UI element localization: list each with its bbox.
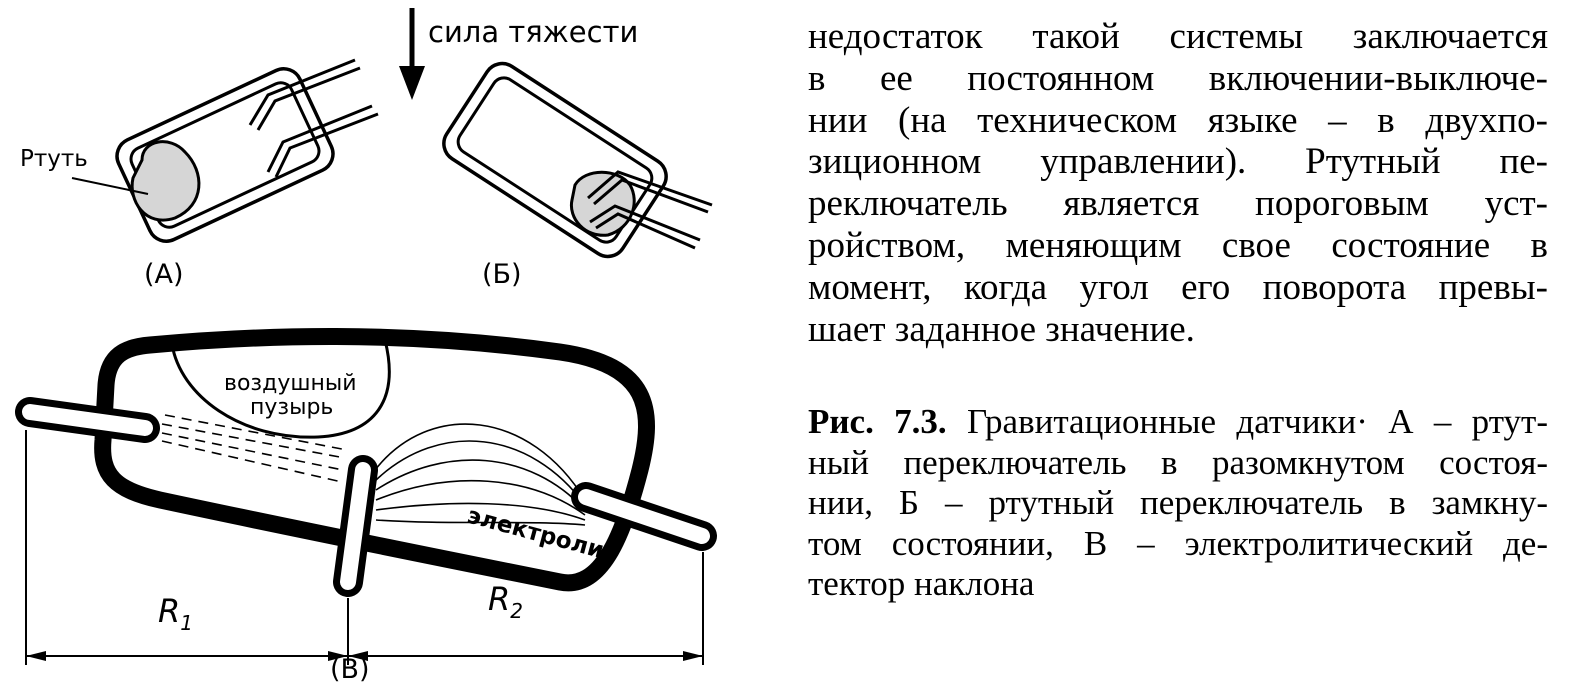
mercury-switch-closed <box>442 61 713 259</box>
bubble-label-line2: пузырь <box>250 395 333 420</box>
panel-v-label: (В) <box>330 654 370 685</box>
caption-line: Рис. 7.3. Гравитационные датчики· А – рт… <box>808 402 1548 443</box>
mercury-drop-closed <box>569 170 636 237</box>
text-column: недостаток такой системы заключается в е… <box>808 16 1548 605</box>
body-line: в ее постоянном включении-выключе- <box>808 57 1548 99</box>
caption-line: нии, Б – ртутный переключатель в замкну- <box>808 483 1548 523</box>
electrode-left <box>15 397 160 443</box>
mercury-switch-open <box>115 58 379 243</box>
detector-housing <box>94 327 655 592</box>
body-line: реключатель является пороговым уст- <box>808 183 1548 225</box>
caption-line: тектор наклона <box>808 564 1035 604</box>
mercury-label: Ртуть <box>20 146 88 172</box>
body-line: момент, когда угол его поворота превы- <box>808 266 1548 308</box>
caption-line: том состоянии, В – электролитический де- <box>808 523 1548 563</box>
mercury-leader-line <box>71 177 149 195</box>
body-line: зиционном управлении). Ртутный пе- <box>808 141 1548 183</box>
electrode-middle <box>333 455 378 597</box>
r2-label: R2 <box>488 580 523 623</box>
field-lines <box>161 414 586 526</box>
electrode-right <box>571 482 717 551</box>
air-bubble <box>170 339 391 439</box>
body-paragraph: недостаток такой системы заключается в е… <box>808 16 1548 350</box>
gravity-arrow <box>399 8 425 100</box>
mercury-drop-open <box>130 140 201 222</box>
r1-label: R1 <box>158 592 193 635</box>
body-line: ройством, меняющим свое состояние в <box>808 224 1548 266</box>
dimension-arrowheads <box>26 651 703 661</box>
panel-b-label: (Б) <box>482 259 522 290</box>
contact-wires-closed <box>587 170 713 250</box>
caption-line1-text: Гравитационные датчики· А – ртут- <box>946 402 1548 442</box>
electrolytic-tilt-detector <box>15 327 717 597</box>
bubble-label-line1: воздушный <box>224 371 357 396</box>
body-line: шает заданное значение. <box>808 308 1195 350</box>
figure-caption: Рис. 7.3. Гравитационные датчики· А – рт… <box>808 402 1548 605</box>
body-line: недостаток такой системы заключается <box>808 16 1548 57</box>
panel-a-label: (А) <box>144 259 184 290</box>
body-line: нии (на техническом языке – в двухпо- <box>808 99 1548 141</box>
contact-wires-open <box>248 58 379 178</box>
caption-title: Рис. 7.3. <box>808 402 947 442</box>
gravity-label: сила тяжести <box>428 15 638 49</box>
caption-line: ный переключатель в разомкнутом состоя- <box>808 442 1548 482</box>
